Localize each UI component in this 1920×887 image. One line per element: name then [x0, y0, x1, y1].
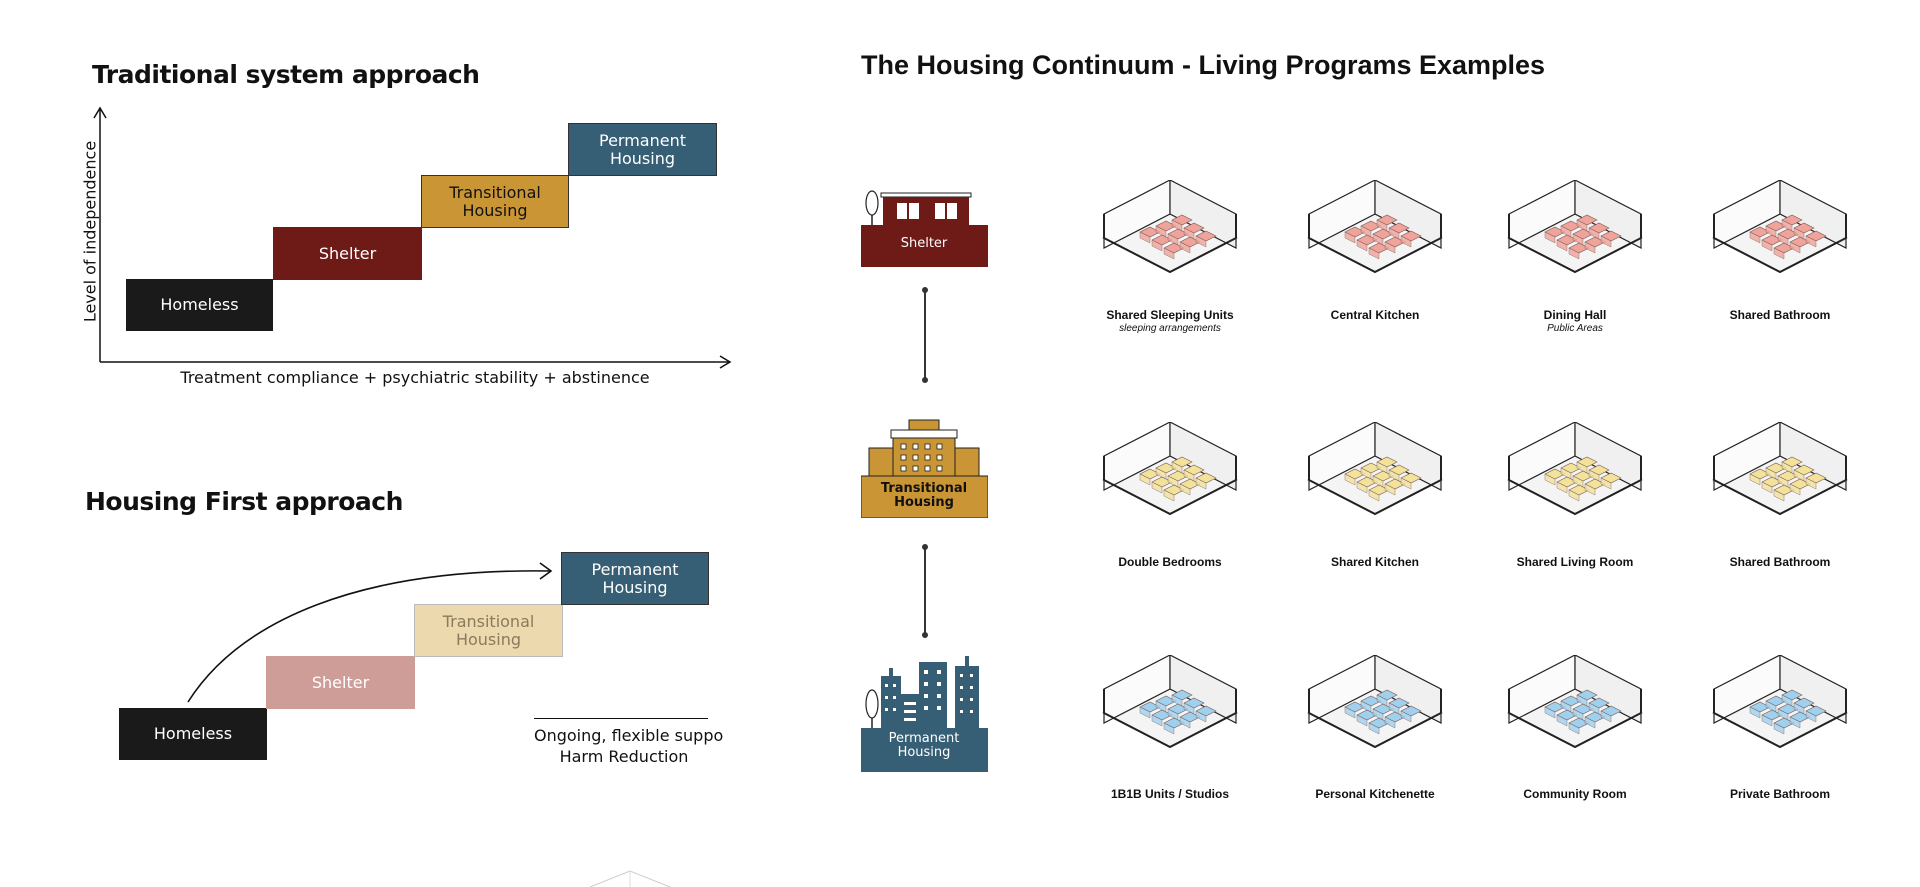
- y-axis-label: Level of independence: [80, 140, 100, 323]
- room-subcaption: sleeping arrangements: [1119, 323, 1221, 334]
- room-caption: Personal Kitchenette: [1315, 787, 1435, 801]
- shelter-icon-label: Shelter: [900, 236, 948, 251]
- room-caption: Private Bathroom: [1729, 787, 1831, 801]
- room-caption: Shared Kitchen: [1330, 555, 1420, 569]
- housing-first-title: Housing First approach: [85, 487, 403, 516]
- kitchenette-icon: [1305, 654, 1445, 775]
- support-text-line1: Ongoing, flexible suppo: [534, 726, 724, 745]
- support-divider: [534, 718, 708, 719]
- trad-step-homeless: Homeless: [126, 279, 273, 331]
- room-caption: Shared Bathroom: [1729, 308, 1831, 322]
- continuum-title: The Housing Continuum - Living Programs …: [861, 50, 1546, 80]
- support-text-line2: Harm Reduction: [559, 747, 689, 766]
- traditional-axes: [93, 106, 732, 369]
- room-caption: Central Kitchen: [1330, 308, 1420, 322]
- shared-living-room-icon: [1505, 421, 1645, 542]
- hf-step-homeless: Homeless: [119, 708, 267, 760]
- room-caption: 1B1B Units / Studios: [1110, 787, 1229, 801]
- shared-bathroom-icon: [1710, 421, 1850, 542]
- partial-room-drawing: [589, 870, 671, 887]
- traditional-title: Traditional system approach: [92, 60, 480, 89]
- continuum-connectors: [922, 287, 928, 638]
- x-axis-label: Treatment compliance + psychiatric stabi…: [180, 368, 650, 387]
- room-caption: Shared Living Room: [1516, 555, 1634, 569]
- private-bathroom-icon: [1710, 654, 1850, 775]
- hf-step-shelter: Shelter: [266, 656, 415, 709]
- room-subcaption: Public Areas: [1547, 323, 1603, 334]
- room-caption: Dining Hall: [1543, 308, 1607, 322]
- trad-step-shelter: Shelter: [273, 227, 422, 280]
- shared-bathroom-icon: [1710, 179, 1850, 300]
- shared-sleeping-units-icon: [1100, 179, 1240, 300]
- shared-kitchen-icon: [1305, 421, 1445, 542]
- housing-first-arrow: [187, 562, 553, 703]
- room-caption: Shared Bathroom: [1729, 555, 1831, 569]
- central-kitchen-icon: [1305, 179, 1445, 300]
- room-caption: Double Bedrooms: [1118, 555, 1222, 569]
- room-caption: Community Room: [1523, 787, 1627, 801]
- shelter-building-icon: Shelter: [861, 185, 988, 267]
- dining-hall-icon: [1505, 179, 1645, 300]
- room-caption: Shared Sleeping Units: [1106, 308, 1234, 322]
- double-bedrooms-icon: [1100, 421, 1240, 542]
- community-room-icon: [1505, 654, 1645, 775]
- studio-unit-icon: [1100, 654, 1240, 775]
